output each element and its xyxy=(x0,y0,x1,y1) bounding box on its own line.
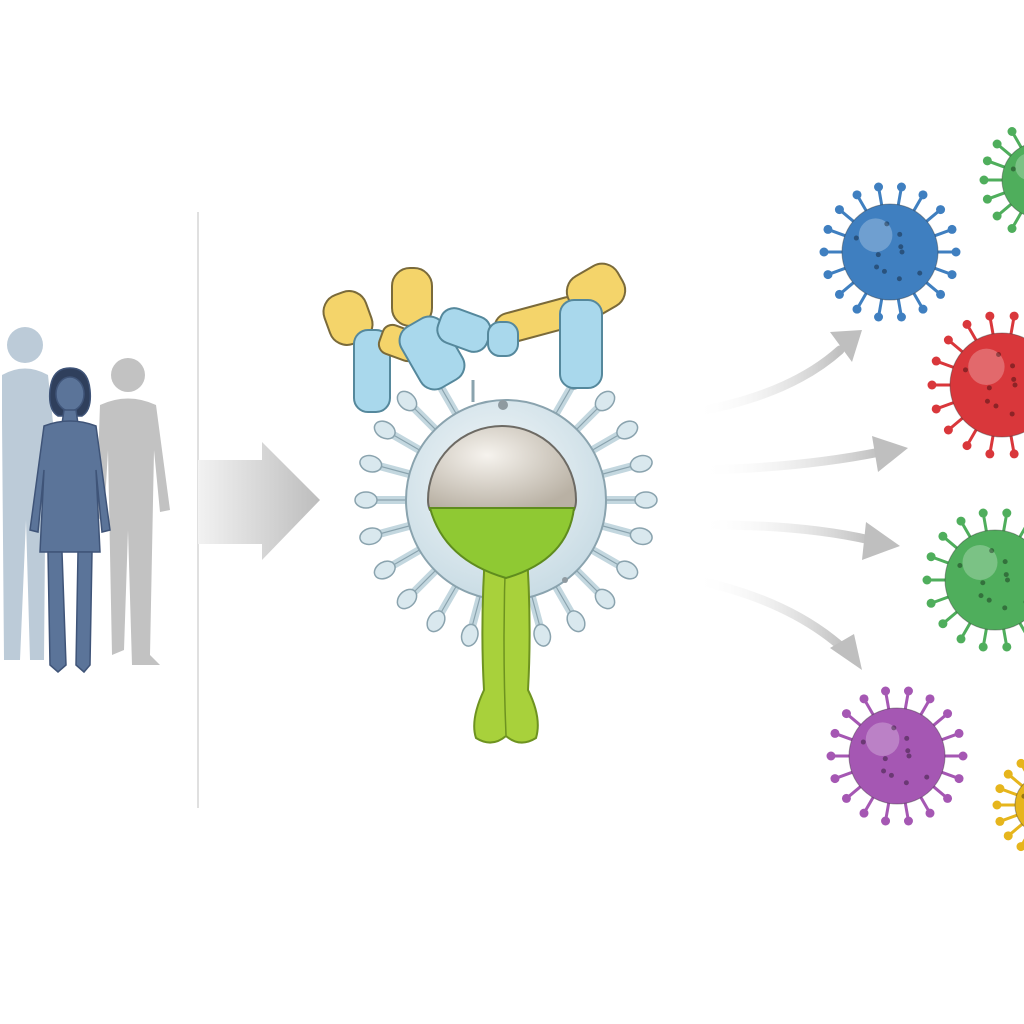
cell-spike xyxy=(571,390,616,435)
virus-yellow xyxy=(992,758,1024,852)
cell-spike xyxy=(551,580,586,633)
virus-group xyxy=(819,127,1024,852)
cell-spike xyxy=(571,565,616,610)
people-silhouette-icon xyxy=(2,327,170,674)
virus-purple xyxy=(826,686,968,826)
cell-cytoplasm xyxy=(428,507,576,580)
person-front xyxy=(29,367,111,674)
curved-arrow-2 xyxy=(695,436,908,475)
cell-stalk xyxy=(473,539,539,744)
virus-green xyxy=(922,508,1024,652)
cell-spike xyxy=(527,590,552,647)
cell-spike xyxy=(596,521,653,546)
antibody-center xyxy=(377,267,492,391)
cell-spike xyxy=(373,545,426,580)
membrane-dot xyxy=(562,577,568,583)
cell-spike xyxy=(586,420,639,455)
curved-arrow-4 xyxy=(690,575,862,670)
flow-arrows xyxy=(690,330,908,670)
curved-arrow-3 xyxy=(695,520,900,560)
cell-spike xyxy=(396,565,441,610)
virus-blue xyxy=(819,182,961,322)
cell-spike xyxy=(359,521,416,546)
membrane-pore xyxy=(498,400,508,410)
cell-spike xyxy=(596,454,653,479)
cell-spike xyxy=(396,390,441,435)
cell-spike xyxy=(460,590,485,647)
cell-spike xyxy=(426,580,461,633)
right-arrow-icon xyxy=(198,442,320,560)
person-back-right xyxy=(96,358,170,665)
cell-spike xyxy=(359,454,416,479)
cell-spike xyxy=(600,491,658,509)
antibody-cell-icon xyxy=(322,262,658,744)
virus-red xyxy=(927,311,1024,459)
curved-arrow-1 xyxy=(690,330,862,417)
virus-green-small xyxy=(979,127,1024,233)
cell-spike xyxy=(354,491,412,509)
cell-spike xyxy=(586,545,639,580)
antibody-right xyxy=(487,262,627,389)
cell-spike xyxy=(373,420,426,455)
